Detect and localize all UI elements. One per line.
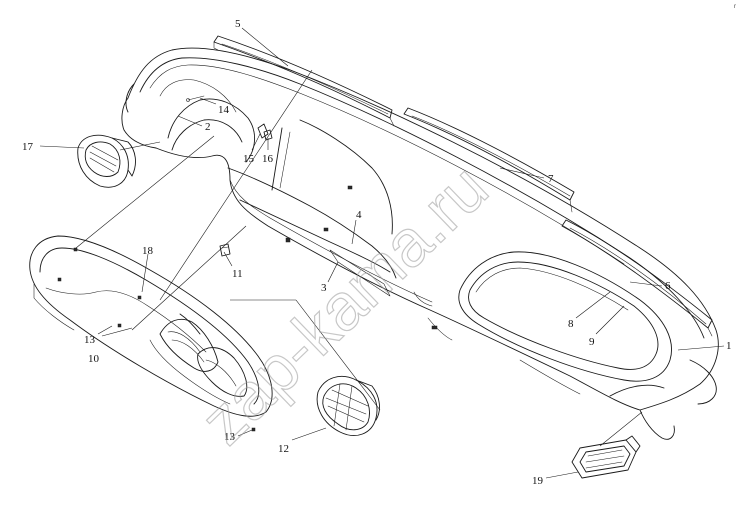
part-labels: 5 1 2 14 15 16 17 7 4 3 6 8 9 18 11 13 1… [22, 18, 732, 487]
corner-mark: r [734, 4, 736, 10]
part-label-8: 8 [568, 318, 574, 330]
part-label-11: 11 [232, 268, 243, 280]
part-label-1: 1 [726, 340, 732, 352]
part-label-16: 15 [243, 153, 255, 165]
part-label-3: 3 [321, 282, 327, 294]
part-label-17: 16 [262, 153, 274, 165]
cluster-bezel-10 [29, 235, 273, 432]
part-label-18: 17 [22, 141, 34, 153]
clip-16-17 [257, 123, 273, 141]
air-vent-18 [77, 134, 136, 188]
part-label-4: 4 [356, 209, 362, 221]
part-label-5: 5 [235, 18, 241, 30]
part-label-6: 6 [665, 280, 671, 292]
part-label-12: 12 [278, 443, 289, 455]
part-label-9: 9 [589, 336, 595, 348]
leader-lines [39, 27, 725, 479]
screw-15 [186, 95, 205, 102]
defroster-strip-5 [213, 35, 395, 127]
part-label-13-lower: 13 [224, 431, 236, 443]
part-label-14: 18 [142, 245, 154, 257]
air-vent-12 [316, 376, 380, 436]
part-label-7: 7 [548, 173, 554, 185]
defroster-strip-7 [403, 107, 575, 213]
part-label-19: 19 [532, 475, 544, 487]
air-vent-19 [571, 435, 641, 479]
part-label-13-upper: 13 [84, 334, 96, 346]
part-label-10: 10 [88, 353, 100, 365]
part-label-15: 14 [218, 104, 230, 116]
defroster-strip-6 [561, 219, 713, 337]
dashboard-panel [121, 47, 719, 440]
part-label-2: 2 [205, 121, 211, 133]
